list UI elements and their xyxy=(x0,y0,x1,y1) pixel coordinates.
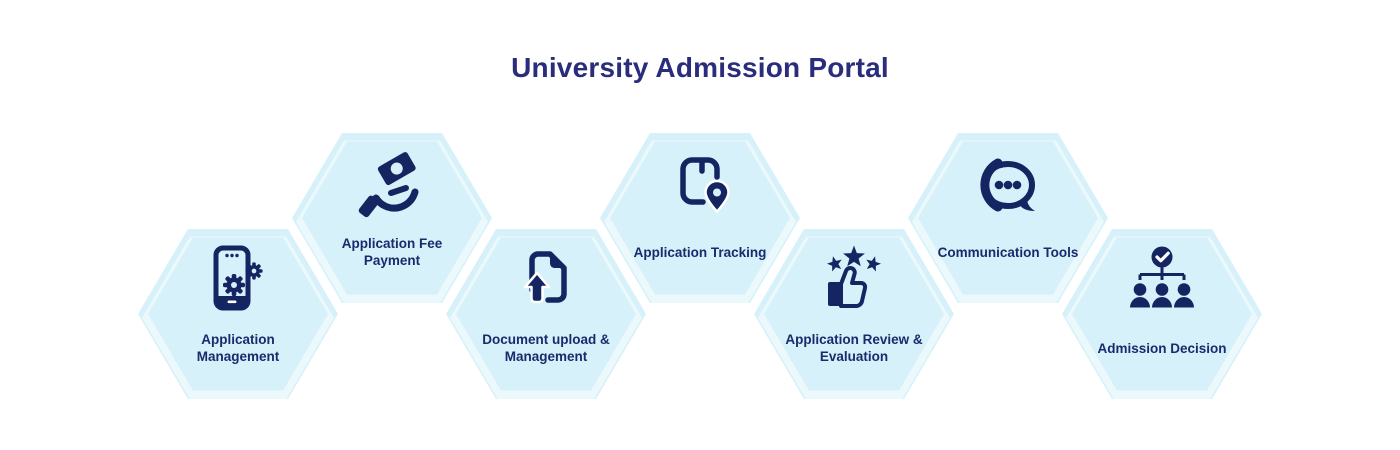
step-label: Document upload & Management xyxy=(482,332,610,364)
hex-document-upload-management: Document upload & Management xyxy=(446,229,646,399)
hand-money-icon xyxy=(292,145,492,227)
package-location-icon xyxy=(600,145,800,227)
step-label: Application Fee Payment xyxy=(341,236,443,268)
step-label: Admission Decision xyxy=(1097,340,1227,356)
hex-application-review-evaluation: Application Review & Evaluation xyxy=(754,229,954,399)
step-label: Communication Tools xyxy=(937,244,1079,260)
step-label: Application Review & Evaluation xyxy=(785,332,923,364)
thumbs-up-stars-icon xyxy=(754,241,954,323)
hex-application-fee-payment: Application Fee Payment xyxy=(292,133,492,303)
step-label: Application Management xyxy=(196,332,280,364)
hex-admission-decision: Admission Decision xyxy=(1062,229,1262,399)
approval-hierarchy-icon xyxy=(1062,241,1262,323)
page-title: University Admission Portal xyxy=(511,52,889,83)
hex-communication-tools: Communication Tools xyxy=(908,133,1108,303)
phone-gears-icon xyxy=(138,241,338,323)
document-upload-icon xyxy=(446,241,646,323)
hex-application-management: Application Management xyxy=(138,229,338,399)
chat-bubble-dots-icon xyxy=(908,145,1108,227)
hex-application-tracking: Application Tracking xyxy=(600,133,800,303)
step-label: Application Tracking xyxy=(633,244,767,260)
